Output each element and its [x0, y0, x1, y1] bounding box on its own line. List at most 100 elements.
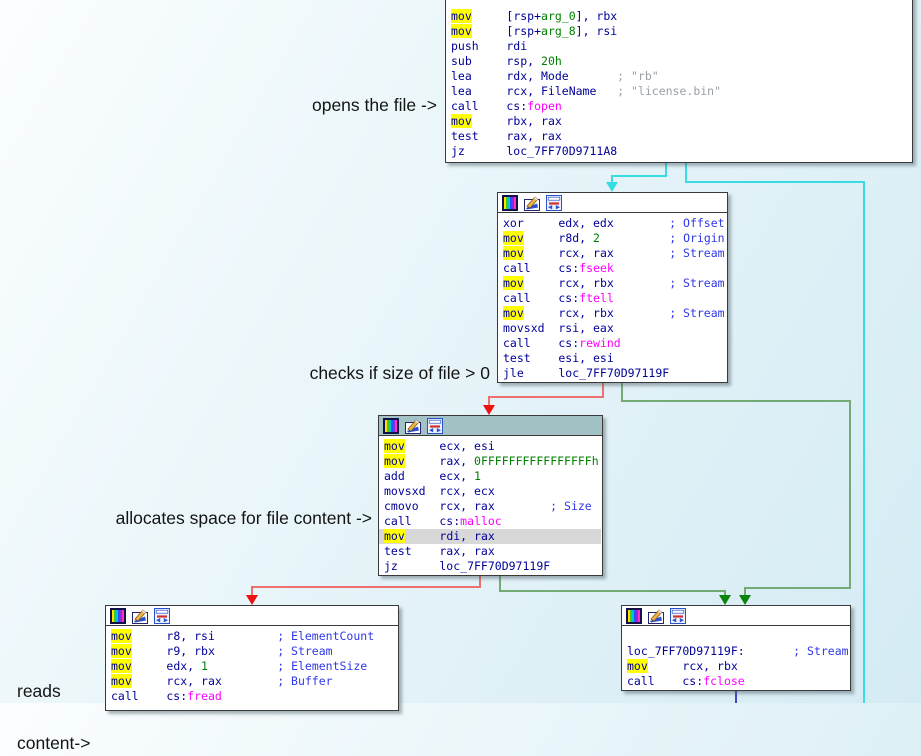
asm-line[interactable]: call cs:ftell: [498, 291, 726, 306]
asm-token: mov: [451, 114, 472, 128]
asm-line[interactable]: mov [rsp+arg_0], rbx: [446, 9, 911, 24]
asm-line[interactable]: mov rcx, rax ; Stream: [498, 246, 726, 261]
asm-token: ; Buffer: [277, 674, 333, 688]
asm-line[interactable]: call cs:fread: [106, 689, 397, 704]
asm-line[interactable]: call cs:fopen: [446, 99, 911, 114]
node-color-icon[interactable]: [502, 194, 518, 211]
annotation-reads-line2: content->: [17, 733, 91, 753]
asm-token: call cs:: [384, 514, 461, 528]
asm-line[interactable]: mov r8, rsi ; ElementCount: [106, 629, 397, 644]
asm-line[interactable]: test rax, rax: [379, 544, 601, 559]
asm-token: sub rsp,: [451, 54, 542, 68]
asm-token: test rax, rax: [384, 544, 495, 558]
asm-line[interactable]: jle loc_7FF70D97119F: [498, 366, 726, 381]
asm-token: call cs:: [111, 689, 188, 703]
asm-token: add ecx,: [384, 469, 475, 483]
node-fclose-titlebar[interactable]: [622, 606, 850, 626]
asm-token: test rax, rax: [451, 129, 562, 143]
asm-line[interactable]: mov rcx, rbx ; Stream: [498, 306, 726, 321]
asm-line[interactable]: mov r8d, 2 ; Origin: [498, 231, 726, 246]
group-node-icon[interactable]: [427, 417, 443, 434]
node-color-icon[interactable]: [110, 607, 126, 624]
node-color-icon[interactable]: [626, 607, 642, 624]
asm-line[interactable]: lea rdx, Mode ; "rb": [446, 69, 911, 84]
asm-token: call cs:: [451, 99, 528, 113]
edge-malloc-jz-true-arrowhead: [719, 595, 731, 605]
asm-token: ], rbx: [575, 9, 618, 23]
edit-node-icon[interactable]: [132, 608, 148, 624]
asm-line[interactable]: call cs:fclose: [622, 674, 849, 689]
asm-line[interactable]: mov rdi, rax: [379, 529, 601, 544]
asm-line[interactable]: mov rbx, rax: [446, 114, 911, 129]
asm-line[interactable]: mov rcx, rbx ; Stream: [498, 276, 726, 291]
asm-token: ; Origin: [669, 231, 725, 245]
asm-token: 0FFFFFFFFFFFFFFFFh: [474, 454, 599, 468]
group-node-icon[interactable]: [670, 607, 686, 624]
asm-line[interactable]: cmovo rcx, rax ; Size: [379, 499, 601, 514]
asm-token: arg_8: [541, 24, 576, 38]
node-color-icon[interactable]: [383, 417, 399, 434]
asm-token: mov: [503, 276, 524, 290]
asm-token: ; Stream: [669, 246, 725, 260]
asm-token: push rdi: [451, 39, 528, 53]
edit-node-icon[interactable]: [524, 195, 540, 211]
asm-line[interactable]: jz loc_7FF70D9711A8: [446, 144, 911, 159]
asm-token: ; ElementSize: [277, 659, 368, 673]
asm-line[interactable]: sub rsp, 20h: [446, 54, 911, 69]
asm-token: ; Stream: [793, 644, 849, 658]
edit-node-icon[interactable]: [648, 608, 664, 624]
asm-line[interactable]: movsxd rsi, eax: [498, 321, 726, 336]
asm-line[interactable]: call cs:malloc: [379, 514, 601, 529]
asm-line[interactable]: jz loc_7FF70D97119F: [379, 559, 601, 574]
node-fread-titlebar[interactable]: [106, 606, 398, 626]
asm-token: movsxd rcx, ecx: [384, 484, 495, 498]
asm-token: fread: [187, 689, 222, 703]
asm-line[interactable]: lea rcx, FileName ; "license.bin": [446, 84, 911, 99]
asm-token: ; "rb": [617, 69, 659, 83]
asm-line[interactable]: call cs:rewind: [498, 336, 726, 351]
asm-token: 2: [593, 231, 600, 245]
asm-token: rcx, rax: [523, 246, 670, 260]
asm-line[interactable]: mov [rsp+arg_8], rsi: [446, 24, 911, 39]
asm-line[interactable]: mov r9, rbx ; Stream: [106, 644, 397, 659]
asm-token: ecx, esi: [404, 439, 495, 453]
asm-token: rcx, rbx: [647, 659, 738, 673]
asm-line[interactable]: test esi, esi: [498, 351, 726, 366]
asm-token: rax,: [404, 454, 475, 468]
asm-line[interactable]: test rax, rax: [446, 129, 911, 144]
edit-node-icon[interactable]: [405, 418, 421, 434]
asm-line[interactable]: movsxd rcx, ecx: [379, 484, 601, 499]
asm-line[interactable]: mov edx, 1 ; ElementSize: [106, 659, 397, 674]
asm-token: ; Stream: [277, 644, 333, 658]
asm-token: ; Size: [550, 499, 592, 513]
asm-line[interactable]: loc_7FF70D97119F: ; Stream: [622, 644, 849, 659]
asm-line[interactable]: [622, 629, 849, 644]
asm-token: xor edx, edx: [503, 216, 670, 230]
group-node-icon[interactable]: [154, 607, 170, 624]
asm-token: ; Stream: [669, 276, 725, 290]
asm-line[interactable]: mov ecx, esi: [379, 439, 601, 454]
asm-line[interactable]: mov rcx, rax ; Buffer: [106, 674, 397, 689]
asm-line[interactable]: mov rcx, rbx: [622, 659, 849, 674]
group-node-icon[interactable]: [546, 194, 562, 211]
asm-line[interactable]: add ecx, 1: [379, 469, 601, 484]
node-malloc-titlebar[interactable]: [379, 416, 602, 436]
asm-line[interactable]: mov rax, 0FFFFFFFFFFFFFFFFh: [379, 454, 601, 469]
node-size-check-titlebar[interactable]: [498, 193, 727, 213]
asm-line[interactable]: push rdi: [446, 39, 911, 54]
edge-jle-false: [488, 383, 604, 407]
asm-token: arg_0: [541, 9, 576, 23]
asm-line[interactable]: xor edx, edx ; Offset: [498, 216, 726, 231]
asm-line[interactable]: call cs:fseek: [498, 261, 726, 276]
asm-token: [rsp+: [471, 9, 542, 23]
asm-token: 1: [201, 659, 208, 673]
asm-token: mov: [111, 659, 132, 673]
